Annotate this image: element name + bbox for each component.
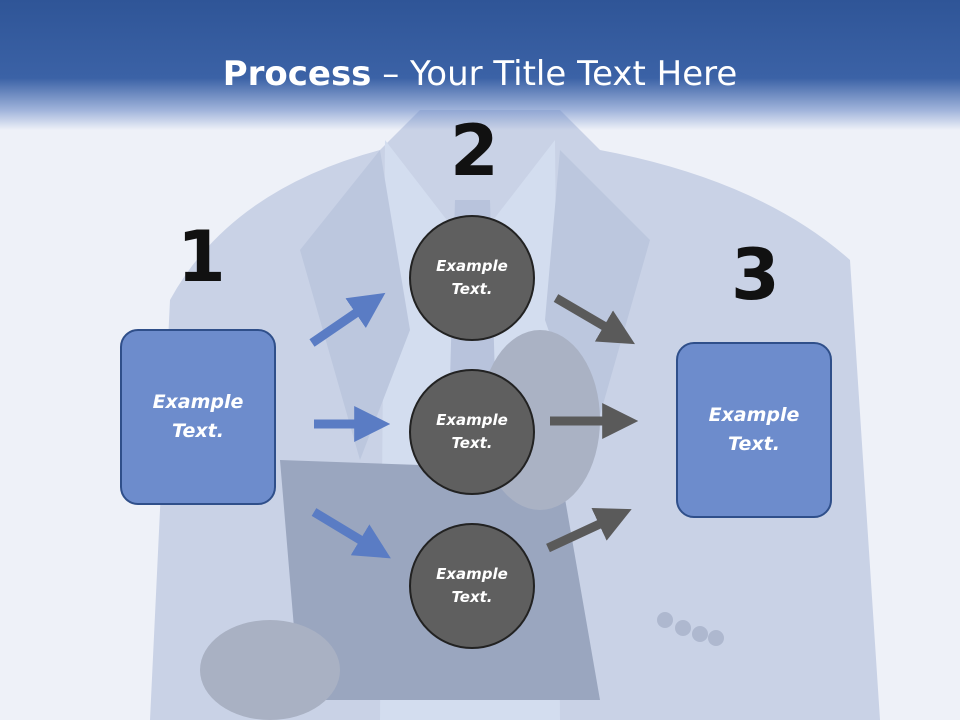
circle-middle: Example Text. [409, 369, 535, 495]
step-box-3: Example Text. [676, 342, 832, 518]
step-number-1: 1 [177, 216, 226, 298]
step-number-2: 2 [450, 110, 499, 192]
title-bold: Process [222, 54, 372, 94]
title-bar [0, 0, 960, 130]
arrow-top-to-3 [553, 294, 635, 345]
slide-title: Process – Your Title Text Here [0, 52, 960, 96]
circle-bottom: Example Text. [409, 523, 535, 649]
circle-bottom-label: Example Text. [436, 565, 508, 606]
arrow-bottom-to-3 [546, 508, 632, 553]
circle-top-label: Example Text. [436, 257, 508, 298]
step-number-3: 3 [731, 234, 780, 316]
step-box-1-label: Example Text. [152, 391, 244, 442]
circle-middle-label: Example Text. [436, 411, 508, 452]
arrow-1-to-bottom [311, 508, 391, 559]
step-box-3-label: Example Text. [708, 404, 800, 455]
step-box-1: Example Text. [120, 329, 276, 505]
title-rest: – Your Title Text Here [371, 54, 738, 94]
arrow-1-to-top [309, 292, 386, 347]
circle-top: Example Text. [409, 215, 535, 341]
